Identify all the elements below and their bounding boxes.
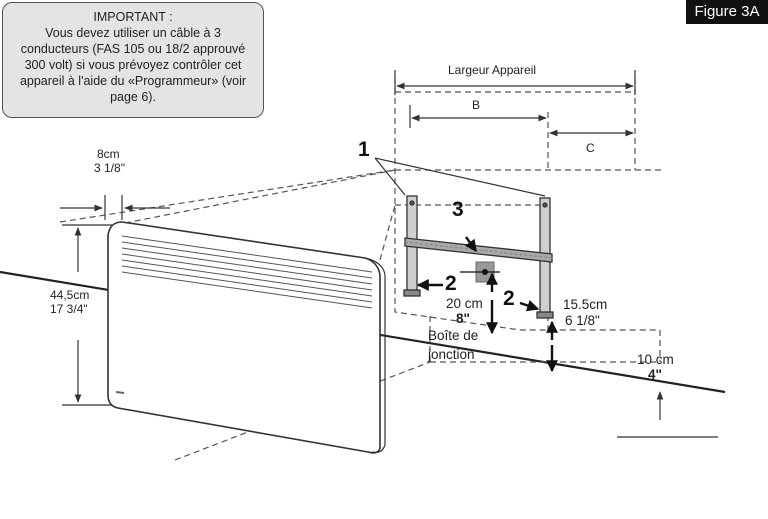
note-line: appareil à l'aide du «Programmeur» (voir	[19, 74, 247, 88]
bracket-height-cm: 15.5cm	[563, 297, 608, 312]
junction-box-label: jonction	[428, 347, 475, 362]
heater-unit	[107, 221, 386, 454]
c-label: C	[586, 141, 595, 155]
junction-box	[460, 261, 500, 283]
wall-bracket	[403, 195, 554, 319]
floor-gap-in: 4"	[648, 367, 662, 382]
callout-2-right: 2	[503, 287, 515, 310]
note-line: 300 volt) si vous prévoyez contrôler cet	[24, 58, 242, 72]
callout-2-left: 2	[445, 272, 457, 295]
floor-gap-cm: 10 cm	[637, 352, 674, 367]
note-line: page 6).	[110, 90, 156, 104]
dimension-lines	[60, 70, 718, 438]
b-label: B	[472, 98, 481, 112]
bracket-height-in: 6 1/8"	[565, 313, 600, 328]
height-cm: 44,5cm	[50, 288, 90, 302]
callout-arrows	[416, 236, 558, 373]
width-label: Largeur Appareil	[448, 63, 537, 77]
box-height-in: 8"	[456, 311, 470, 326]
important-note: IMPORTANT : Vous devez utiliser un câble…	[2, 2, 264, 118]
callout-3: 3	[452, 198, 464, 221]
callout-1-leaders	[374, 157, 546, 197]
junction-box-label: Boîte de	[428, 328, 479, 343]
note-line: conducteurs (FAS 105 ou 18/2 approuvé	[20, 42, 246, 56]
box-height-cm: 20 cm	[446, 296, 483, 311]
callout-1: 1	[358, 138, 370, 161]
top-gap-in: 3 1/8"	[94, 161, 125, 175]
note-line: Vous devez utiliser un câble à 3	[45, 26, 221, 40]
height-in: 17 3/4"	[50, 302, 88, 316]
note-title: IMPORTANT :	[93, 10, 173, 24]
figure-label: Figure 3A	[686, 0, 768, 24]
top-gap-cm: 8cm	[97, 147, 120, 161]
